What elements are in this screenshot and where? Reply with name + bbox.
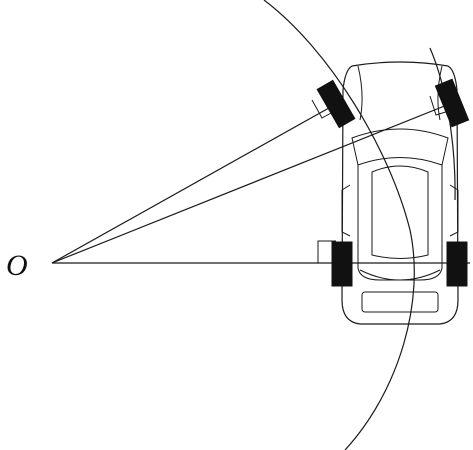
outer-turning-arc	[263, 0, 415, 450]
front-right-wheel	[434, 78, 470, 128]
left-mirror	[341, 184, 351, 237]
rear-right-wheel	[446, 241, 468, 287]
cabin-inner	[371, 165, 429, 259]
right-angle-marker-rear	[317, 240, 336, 263]
line-o-to-front-left-wheel	[51, 103, 337, 264]
rear-left-wheel	[331, 241, 353, 287]
rear-window	[359, 269, 441, 281]
car-body	[341, 61, 459, 325]
hood-line	[357, 65, 443, 121]
front-left-wheel	[316, 79, 356, 129]
line-o-to-front-right-wheel	[51, 102, 453, 264]
car-outline	[341, 61, 459, 325]
center-label: O	[6, 249, 28, 282]
windshield	[351, 128, 449, 166]
trunk-panel	[361, 291, 439, 313]
right-mirror	[449, 184, 459, 237]
